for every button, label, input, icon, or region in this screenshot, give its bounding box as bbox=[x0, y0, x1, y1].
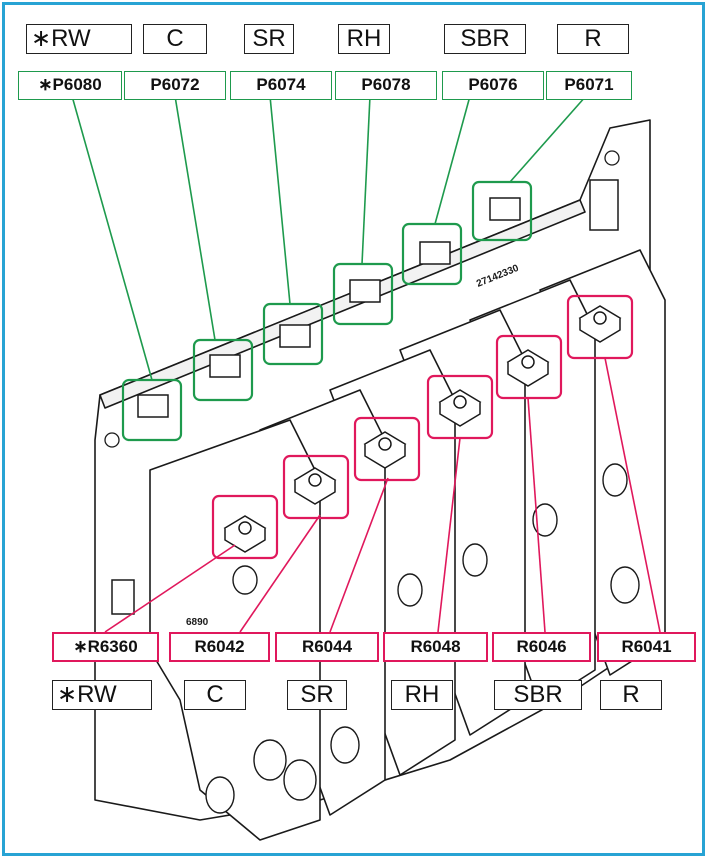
callout-box-P6078 bbox=[332, 262, 394, 326]
header-P6076 bbox=[419, 241, 451, 265]
top-channel-label: RH bbox=[338, 24, 390, 54]
edge-connector bbox=[111, 579, 135, 615]
connector-label: P6074 bbox=[230, 71, 332, 100]
leader-P6076 bbox=[434, 95, 471, 225]
capacitor bbox=[397, 573, 423, 607]
header-P6080 bbox=[137, 394, 169, 418]
trimmer-R6048 bbox=[438, 389, 482, 427]
trimmer-label: R6042 bbox=[169, 632, 270, 662]
bottom-channel-label: SBR bbox=[494, 680, 582, 710]
callout-box-P6071 bbox=[471, 180, 533, 242]
connector-label: P6078 bbox=[335, 71, 437, 100]
screw bbox=[104, 432, 120, 448]
leader-R6042 bbox=[239, 514, 321, 633]
trimmer-R6041 bbox=[578, 305, 622, 343]
callout-box-R6042 bbox=[282, 454, 350, 520]
trimmer-R6360 bbox=[223, 515, 267, 553]
bottom-channel-label: R bbox=[600, 680, 662, 710]
trimmer-label: R6046 bbox=[492, 632, 591, 662]
capacitor bbox=[205, 776, 235, 814]
trimmer-R6042 bbox=[293, 467, 337, 505]
bottom-channel-label: RH bbox=[391, 680, 453, 710]
bottom-channel-label: ∗RW bbox=[52, 680, 152, 710]
top-channel-label: SR bbox=[244, 24, 294, 54]
trimmer-label: ∗R6360 bbox=[52, 632, 159, 662]
callout-box-R6041 bbox=[566, 294, 634, 360]
capacitor bbox=[602, 463, 628, 497]
header-P6072 bbox=[209, 354, 241, 378]
header-P6074 bbox=[279, 324, 311, 348]
trimmer-R6046 bbox=[506, 349, 550, 387]
bottom-channel-label: SR bbox=[287, 680, 347, 710]
leader-R6044 bbox=[329, 477, 389, 633]
callout-box-P6076 bbox=[401, 222, 463, 286]
trimmer-label: R6048 bbox=[383, 632, 488, 662]
top-channel-label: SBR bbox=[444, 24, 526, 54]
side-connector bbox=[589, 179, 619, 231]
leader-R6360 bbox=[104, 544, 236, 633]
capacitor bbox=[532, 503, 558, 537]
callout-box-P6072 bbox=[192, 338, 254, 402]
leader-P6074 bbox=[269, 95, 291, 305]
capacitor bbox=[283, 759, 317, 801]
header-P6071 bbox=[489, 197, 521, 221]
trimmer-label: R6041 bbox=[597, 632, 696, 662]
connector-label: P6072 bbox=[124, 71, 226, 100]
top-channel-label: R bbox=[557, 24, 629, 54]
capacitor bbox=[610, 566, 640, 604]
callout-box-R6360 bbox=[211, 494, 279, 560]
leader-R6046 bbox=[527, 397, 546, 633]
capacitor bbox=[232, 565, 258, 595]
leader-P6080 bbox=[71, 95, 153, 381]
trimmer-label: R6044 bbox=[275, 632, 379, 662]
leader-R6048 bbox=[437, 437, 461, 633]
board-marking-2: 6890 bbox=[186, 617, 209, 628]
screw bbox=[604, 150, 620, 166]
leader-R6041 bbox=[604, 357, 661, 633]
capacitor bbox=[330, 726, 360, 764]
leader-P6071 bbox=[509, 95, 587, 183]
trimmer-R6044 bbox=[363, 431, 407, 469]
callout-box-R6046 bbox=[495, 334, 563, 400]
connector-label: P6076 bbox=[442, 71, 544, 100]
top-channel-label: C bbox=[143, 24, 207, 54]
capacitor bbox=[253, 739, 287, 781]
leader-P6072 bbox=[174, 95, 216, 341]
connector-label: P6071 bbox=[546, 71, 632, 100]
top-channel-label: ∗RW bbox=[26, 24, 132, 54]
callout-box-P6074 bbox=[262, 302, 324, 366]
connector-label: ∗P6080 bbox=[18, 71, 122, 100]
header-P6078 bbox=[349, 279, 381, 303]
leader-P6078 bbox=[361, 95, 371, 265]
capacitor bbox=[462, 543, 488, 577]
bottom-channel-label: C bbox=[184, 680, 246, 710]
